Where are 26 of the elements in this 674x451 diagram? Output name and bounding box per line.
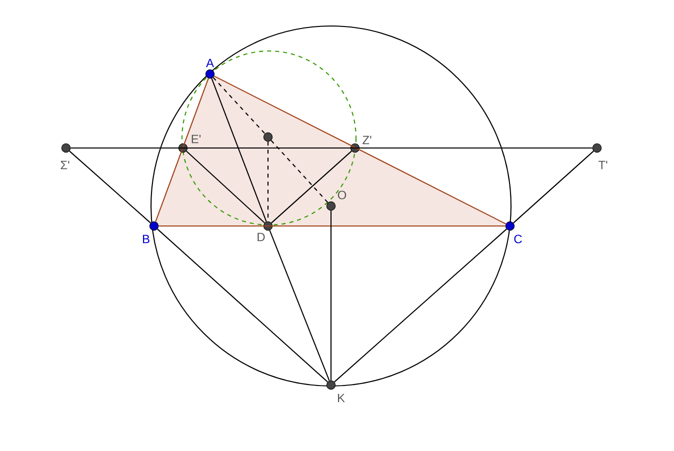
point-label: C xyxy=(514,234,522,244)
line-segment xyxy=(271,150,352,224)
line-segment xyxy=(70,147,592,149)
line-segment xyxy=(334,228,507,382)
line-segment xyxy=(69,150,151,224)
line-segment xyxy=(186,150,265,224)
point-label: O xyxy=(338,190,346,200)
line-segment xyxy=(155,78,209,222)
point-label: K xyxy=(338,394,345,402)
line-segment xyxy=(211,78,267,222)
line-segment xyxy=(214,76,506,224)
line-segment xyxy=(157,228,328,382)
point-label: E' xyxy=(192,134,201,144)
point-label: Z' xyxy=(362,136,372,144)
line-segment xyxy=(158,225,506,227)
point-label: T' xyxy=(598,160,608,170)
point-label: B xyxy=(142,234,150,244)
line-segment xyxy=(270,140,328,203)
point-label: D xyxy=(258,232,265,242)
point-label: A xyxy=(206,58,214,68)
line-segment xyxy=(513,150,594,224)
line-segment xyxy=(330,210,332,380)
point-dot xyxy=(263,132,273,142)
line-segment xyxy=(269,230,330,381)
point-label: Σ' xyxy=(60,160,70,170)
line-segment xyxy=(212,77,266,134)
